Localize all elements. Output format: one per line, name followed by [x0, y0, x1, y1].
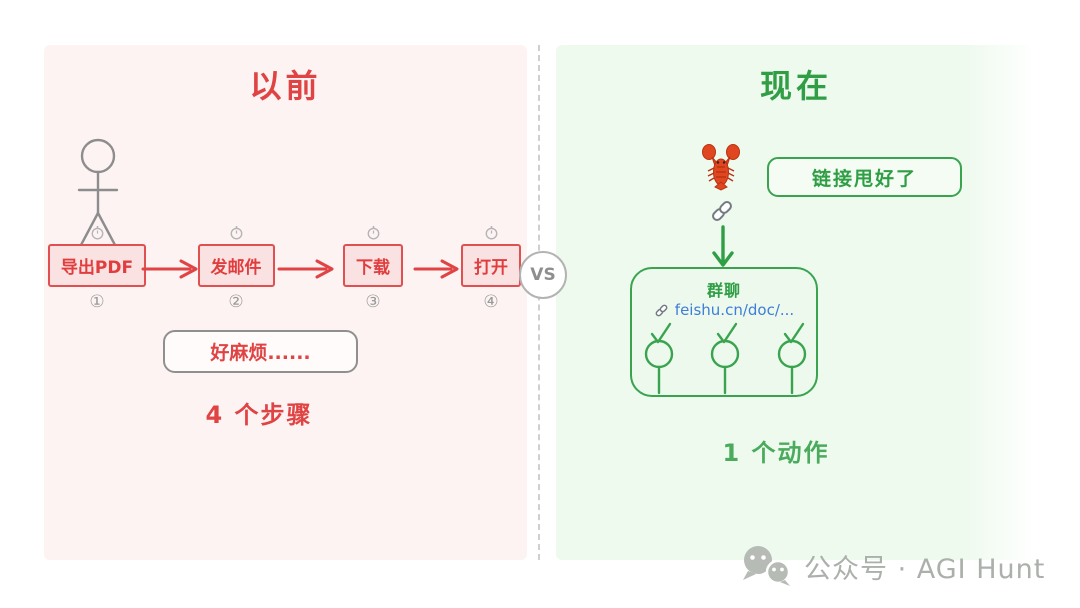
annoyed-text: 好麻烦...... [210, 342, 311, 364]
step-number-2: ② [228, 292, 244, 312]
now-summary: 1 个动作 [722, 439, 830, 467]
step-box-open: 打开 [461, 244, 521, 287]
clock-icon [485, 226, 497, 240]
check-icon [716, 322, 738, 344]
link-speech-bubble: 链接甩好了 [767, 157, 962, 197]
step-number-4: ④ [483, 292, 499, 312]
step-4: 打开 ④ [436, 225, 546, 312]
clock-icon [91, 226, 103, 240]
check-icon [783, 322, 805, 344]
vs-badge: VS [519, 251, 567, 299]
check-icon [650, 322, 672, 344]
watermark: 公众号 · AGI Hunt [740, 545, 1045, 587]
link-speech-text: 链接甩好了 [811, 167, 917, 190]
shared-link-text[interactable]: feishu.cn/doc/... [674, 301, 795, 319]
lobster-icon [702, 144, 740, 191]
group-chat-title: 群聊 [706, 281, 741, 300]
now-title: 现在 [759, 67, 832, 105]
step-3: 下载 ③ [318, 225, 428, 312]
step-number-3: ③ [365, 292, 381, 312]
annoyed-speech-bubble: 好麻烦...... [163, 330, 358, 373]
clock-icon [367, 226, 379, 240]
step-box-download: 下载 [343, 244, 403, 287]
before-title: 以前 [249, 67, 322, 105]
shared-link-row: feishu.cn/doc/... [632, 301, 816, 319]
vs-label: VS [530, 265, 556, 285]
group-members [644, 322, 807, 395]
now-panel: 现在 链接甩好了 [556, 45, 1036, 560]
clock-icon [230, 226, 242, 240]
before-summary: 4 个步骤 [205, 401, 313, 429]
flow-arrows [141, 259, 459, 279]
down-arrow [712, 225, 734, 267]
person-icon [77, 138, 119, 247]
wechat-icon [743, 546, 791, 586]
step-1: 导出PDF ① [42, 225, 152, 312]
panel-divider [538, 45, 540, 560]
watermark-text: 公众号 · AGI Hunt [804, 553, 1046, 585]
before-panel: 以前 导出PDF ① 发邮件 ② [44, 45, 527, 560]
step-box-export-pdf: 导出PDF [47, 244, 147, 287]
step-2: 发邮件 ② [181, 225, 291, 312]
link-icon [655, 304, 668, 316]
step-number-1: ① [89, 292, 105, 312]
link-icon [712, 201, 732, 221]
group-chat-box: 群聊 feishu.cn/doc/... [630, 267, 818, 397]
step-box-send-email: 发邮件 [197, 244, 275, 287]
